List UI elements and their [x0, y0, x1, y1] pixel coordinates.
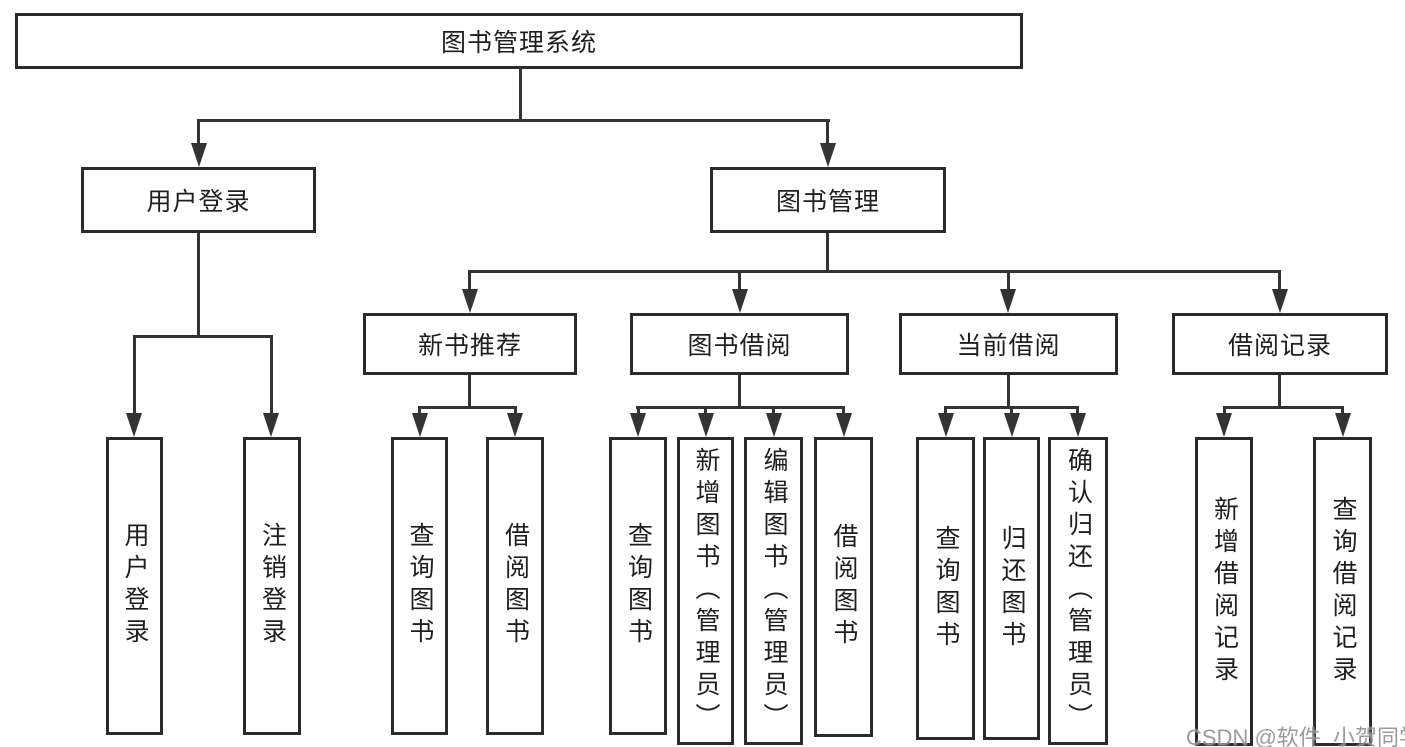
arrow-down-c3	[766, 413, 782, 437]
node-user-login-label: 用户登录	[146, 188, 251, 216]
node-book-borrow: 图书借阅	[630, 313, 849, 375]
node-query-books-recommend: 查询图书	[391, 437, 448, 735]
connector-drop-c4	[842, 406, 845, 417]
node-borrow-books-recommend: 借阅图书	[486, 437, 544, 735]
connector-book-borrow-stem	[738, 375, 741, 409]
node-borrow-records-label: 借阅记录	[1227, 332, 1332, 360]
node-user-login: 用户登录	[81, 167, 316, 233]
node-borrow-books-label: 借阅图书	[830, 523, 858, 651]
connector-drop-e1	[1223, 406, 1226, 417]
arrow-down-b2	[507, 413, 523, 437]
node-edit-book-admin: 编辑图书（管理员）	[744, 437, 803, 745]
connector-drop-c3	[772, 406, 775, 417]
connector-drop-d2	[1010, 406, 1013, 417]
node-add-book-admin-label: 新增图书（管理员）	[692, 447, 720, 735]
arrow-down-c1	[630, 413, 646, 437]
arrow-down-c2	[698, 413, 714, 437]
node-book-management: 图书管理	[710, 167, 946, 233]
node-borrow-books-recommend-label: 借阅图书	[501, 522, 530, 650]
arrow-down-borrow-records	[1272, 289, 1288, 313]
arrow-down-new-book	[462, 289, 478, 313]
node-borrow-records: 借阅记录	[1172, 313, 1388, 375]
node-current-borrow: 当前借阅	[899, 313, 1118, 375]
node-query-books-borrow-label: 查询图书	[624, 522, 653, 650]
connector-rail-level2	[469, 270, 1281, 273]
connector-user-login-stem	[197, 233, 200, 338]
node-user-login-leaf: 用户登录	[106, 437, 163, 735]
connector-drop-book-borrow	[738, 270, 741, 292]
connector-drop-c2	[704, 406, 707, 417]
node-book-borrow-label: 图书借阅	[687, 332, 792, 360]
connector-rail-level1	[198, 119, 830, 122]
node-add-borrow-record: 新增借阅记录	[1195, 437, 1253, 746]
connector-book-management-stem	[826, 233, 829, 273]
node-query-borrow-record-label: 查询借阅记录	[1329, 495, 1357, 688]
connector-drop-user-login	[197, 119, 200, 147]
node-root-label: 图书管理系统	[440, 29, 597, 57]
arrow-down-user-login	[191, 143, 207, 167]
connector-drop-e2	[1341, 406, 1344, 417]
node-confirm-return-admin: 确认归还（管理员）	[1048, 437, 1108, 745]
connector-new-book-stem	[468, 375, 471, 409]
connector-rail-user-login	[133, 335, 273, 338]
node-logout-leaf: 注销登录	[243, 437, 301, 735]
arrow-down-c4	[836, 413, 852, 437]
arrow-down-e1	[1216, 413, 1232, 437]
node-confirm-return-admin-label: 确认归还（管理员）	[1064, 447, 1093, 735]
connector-drop-b1	[418, 406, 421, 417]
node-logout-leaf-label: 注销登录	[258, 522, 287, 650]
arrow-down-login-leaf	[126, 413, 142, 437]
node-current-borrow-label: 当前借阅	[956, 332, 1061, 360]
connector-current-borrow-stem	[1007, 375, 1010, 409]
connector-drop-c1	[637, 406, 640, 417]
node-root-library-system: 图书管理系统	[15, 13, 1023, 69]
connector-drop-borrow-records	[1278, 270, 1281, 292]
node-edit-book-admin-label: 编辑图书（管理员）	[760, 447, 788, 735]
connector-drop-d3	[1076, 406, 1079, 417]
connector-drop-login-leaf	[133, 335, 136, 415]
arrow-down-e2	[1335, 413, 1351, 437]
node-add-borrow-record-label: 新增借阅记录	[1210, 495, 1239, 688]
node-return-book-label: 归还图书	[998, 524, 1026, 653]
arrow-down-b1	[412, 413, 428, 437]
connector-borrow-records-stem	[1278, 375, 1281, 409]
arrow-down-book-borrow	[732, 289, 748, 313]
connector-root-stem	[519, 67, 522, 122]
connector-drop-logout-leaf	[270, 335, 273, 415]
node-book-management-label: 图书管理	[775, 188, 880, 216]
node-add-book-admin: 新增图书（管理员）	[677, 437, 734, 745]
arrow-down-current-borrow	[1000, 289, 1016, 313]
connector-rail-book-borrow	[636, 406, 845, 409]
node-new-book-recommend: 新书推荐	[363, 313, 577, 375]
node-query-books-current: 查询图书	[916, 437, 975, 740]
node-user-login-leaf-label: 用户登录	[121, 522, 149, 650]
node-return-book: 归还图书	[983, 437, 1040, 740]
node-query-books-current-label: 查询图书	[932, 524, 960, 653]
arrow-down-book-management	[820, 143, 836, 167]
node-query-books-recommend-label: 查询图书	[406, 522, 434, 650]
connector-drop-d1	[944, 406, 947, 417]
node-query-borrow-record: 查询借阅记录	[1313, 437, 1372, 746]
connector-rail-new-book	[418, 406, 517, 409]
arrow-down-d1	[938, 413, 954, 437]
arrow-down-d2	[1004, 413, 1020, 437]
arrow-down-logout-leaf	[263, 413, 279, 437]
arrow-down-d3	[1070, 413, 1086, 437]
connector-drop-new-book	[468, 270, 471, 292]
connector-drop-book-management	[826, 119, 829, 147]
csdn-watermark: CSDN @软件_小贺同学	[1186, 725, 1405, 747]
node-new-book-recommend-label: 新书推荐	[417, 332, 522, 360]
node-query-books-borrow: 查询图书	[609, 437, 667, 735]
connector-rail-borrow-records	[1223, 406, 1344, 409]
connector-drop-b2	[514, 406, 517, 417]
node-borrow-books: 借阅图书	[814, 437, 873, 737]
connector-drop-current-borrow	[1007, 270, 1010, 292]
